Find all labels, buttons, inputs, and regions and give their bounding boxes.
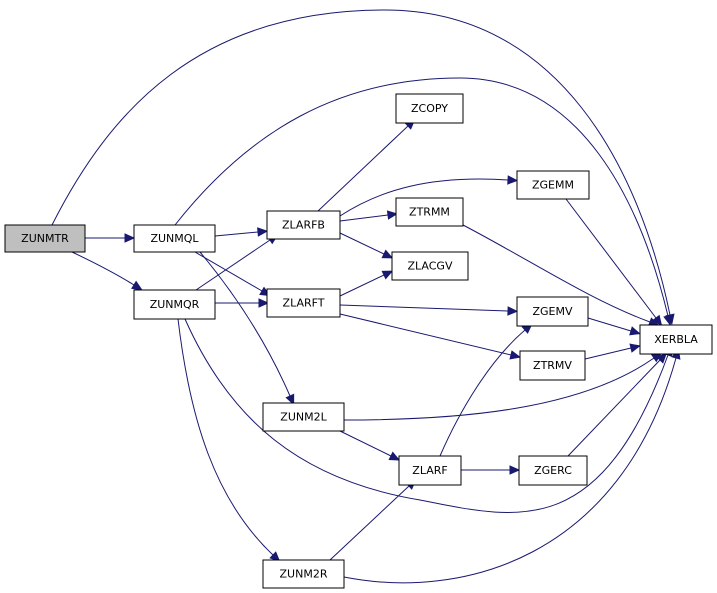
edge-zlarft-to-zgemv [339,304,509,312]
edge-zunmql-to-xerbla [174,77,669,317]
arrowhead-zlarfb-to-zgemm [507,175,519,185]
edge-zlarfb-to-ztrmm [339,214,389,222]
arrowhead-zlarf-to-zgerc [509,465,521,475]
arrowhead-zlarft-to-zgemv [507,306,519,316]
arrowhead-zunmql-to-zunm2l [285,393,295,406]
node-label-zgemv: ZGEMV [532,305,573,318]
node-label-ztrmm: ZTRMM [409,206,450,219]
node-zlarft[interactable]: ZLARFT [266,288,341,318]
edge-zgerc-to-xerbla [567,359,661,457]
edge-ztrmm-to-xerbla [462,224,651,323]
node-zunm2r[interactable]: ZUNM2R [262,559,345,589]
arrowhead-zlarft-to-zlacgv [381,270,394,280]
node-zunmtr[interactable]: ZUNMTR [4,224,86,253]
node-label-zlacgv: ZLACGV [408,260,453,273]
edge-zunm2r-to-xerbla [343,357,677,584]
node-label-zunm2r: ZUNM2R [280,568,328,581]
node-label-zgerc: ZGERC [534,464,572,477]
node-label-zunmql: ZUNMQL [150,232,199,245]
node-zlacgv[interactable]: ZLACGV [391,251,469,281]
edge-zlarfb-to-zlacgv [339,232,385,255]
edge-zunmtr-to-zunmqr [71,251,135,286]
node-label-zgemm: ZGEMM [532,179,574,192]
node-zunm2l[interactable]: ZUNM2L [262,402,345,432]
edge-zunmqr-to-zlarfb [195,239,271,291]
edge-zunmqr-to-xerbla [184,318,669,513]
edge-zunmql-to-zunm2l [199,251,291,397]
edge-zunm2l-to-zlarf [339,430,392,457]
node-label-zlarft: ZLARFT [283,297,325,310]
node-zgerc[interactable]: ZGERC [518,455,588,486]
node-zcopy[interactable]: ZCOPY [395,93,464,124]
node-label-zunmqr: ZUNMQR [150,298,200,311]
edge-zgemm-to-xerbla [565,198,657,319]
node-zunmqr[interactable]: ZUNMQR [133,289,216,320]
arrowhead-zunmqr-to-zlarft [258,298,270,308]
edge-zunm2r-to-zlarf [329,485,410,561]
edge-zunmtr-to-xerbla [51,9,671,316]
edge-zunmql-to-zlarfb [214,231,259,237]
node-label-zlarfb: ZLARFB [282,219,325,232]
arrowhead-zgemm-to-xerbla [651,314,663,327]
arrowhead-ztrmv-to-xerbla [629,343,641,353]
node-ztrmv[interactable]: ZTRMV [519,350,586,381]
node-label-ztrmv: ZTRMV [533,359,572,372]
node-label-xerbla: XERBLA [654,333,698,346]
node-zlarfb[interactable]: ZLARFB [266,210,341,240]
node-xerbla[interactable]: XERBLA [639,324,713,355]
node-ztrmm[interactable]: ZTRMM [395,197,464,227]
arrowhead-zlarft-to-ztrmv [509,350,521,360]
edge-zunmqr-to-zunm2r [177,318,274,556]
edge-zlarf-to-zgemv [439,329,526,457]
edge-zlarfb-to-zcopy [317,125,409,212]
node-zgemv[interactable]: ZGEMV [516,296,589,327]
node-zunmql[interactable]: ZUNMQL [133,224,216,253]
edges-layer [51,9,681,584]
node-zlarf[interactable]: ZLARF [398,455,462,486]
node-label-zcopy: ZCOPY [411,102,448,115]
arrowhead-zlarfb-to-ztrmm [386,210,399,220]
arrowhead-zgemv-to-xerbla [629,326,641,336]
arrowhead-zunmql-to-xerbla [663,314,673,326]
edge-zlarft-to-zlacgv [339,274,385,297]
node-label-zunm2l: ZUNM2L [280,411,327,424]
arrowhead-zunmql-to-zlarfb [257,227,269,237]
edge-zlarfb-to-zgemm [339,178,509,217]
arrowhead-zunmtr-to-zunmql [124,233,136,243]
node-label-zunmtr: ZUNMTR [21,232,69,245]
edge-zunm2l-to-xerbla [343,357,655,421]
arrowhead-zgerc-to-xerbla [656,352,668,364]
edge-zlarft-to-ztrmv [339,313,512,356]
node-zgemm[interactable]: ZGEMM [516,170,590,200]
node-label-zlarf: ZLARF [412,464,447,477]
edge-zgemv-to-xerbla [587,317,632,332]
arrowhead-zunmtr-to-zunmqr [131,280,143,291]
arrowhead-zunm2l-to-zlarf [388,451,401,461]
arrowhead-zlarfb-to-zlacgv [381,249,394,259]
edge-zunmql-to-zlarft [194,251,263,292]
edge-ztrmv-to-xerbla [584,347,632,360]
